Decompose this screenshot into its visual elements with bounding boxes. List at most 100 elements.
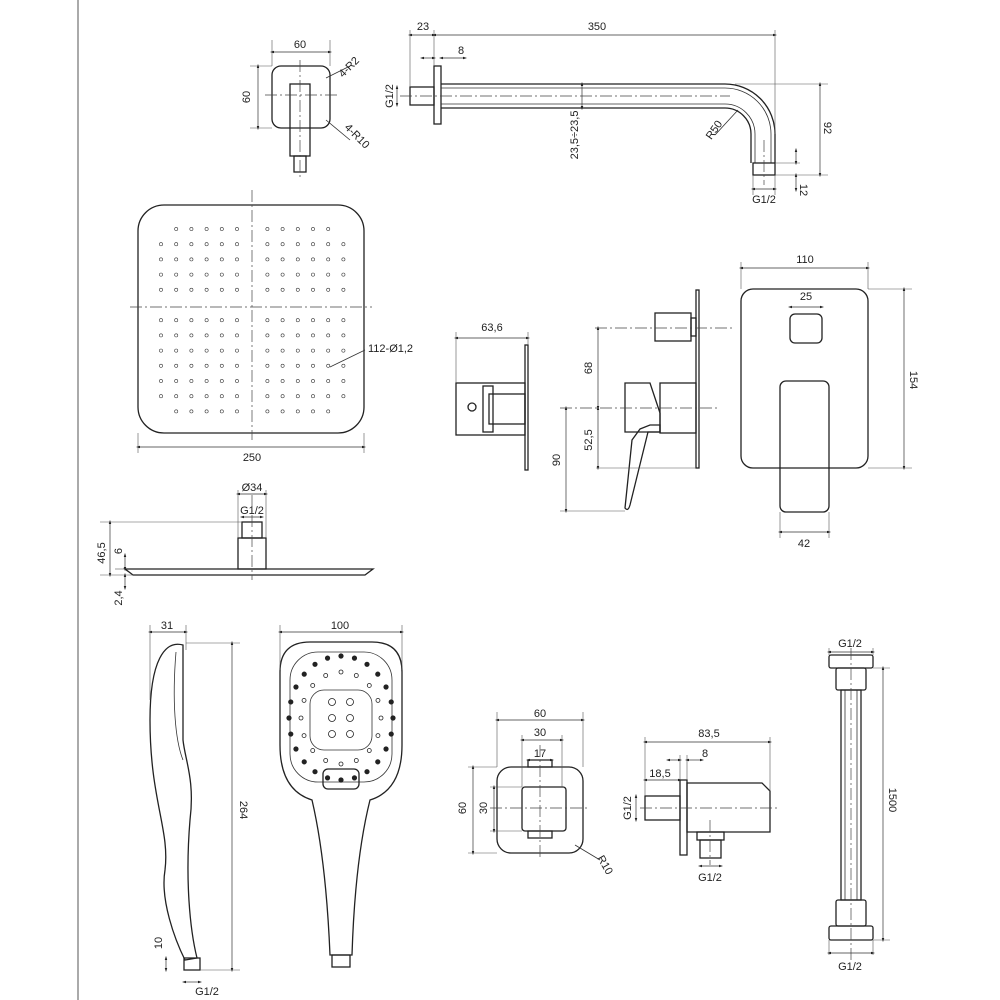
outlet-inlet-thread-label: G1/2 (622, 796, 634, 820)
nozzle-dot (189, 333, 194, 338)
hand-nozzle-dot (328, 730, 336, 738)
hand-nozzle-dot (375, 697, 381, 703)
nozzle-dot (235, 348, 239, 353)
nozzle-dot (159, 348, 163, 353)
plate-thickness-label: 2,4 (113, 590, 125, 605)
hand-nozzle-dot (366, 683, 372, 688)
nozzle-dot (326, 227, 331, 231)
hose-drawing: G1/2 1500 G1/2 (826, 638, 898, 973)
nozzle-dot (174, 227, 179, 231)
nozzle-dot (295, 257, 300, 262)
hand-nozzle-dot (364, 769, 370, 775)
nozzle-dot (326, 363, 331, 368)
hand-nozzle-dot (346, 730, 354, 738)
nozzle-dot (174, 394, 179, 399)
nozzle-dot (265, 242, 270, 247)
outlet-width-label: 17 (534, 748, 546, 760)
nozzle-dot (219, 333, 224, 338)
nozzle-dot (326, 379, 331, 383)
nozzle-dot (341, 242, 346, 247)
nozzle-dot (235, 394, 239, 399)
nozzle-dot (189, 379, 194, 383)
nozzle-dot (311, 287, 315, 292)
hand-nozzle-dot (375, 671, 381, 677)
outlet-outlet-thread-label: G1/2 (698, 872, 722, 884)
nozzle-dot (311, 394, 315, 399)
nozzle-dot (219, 379, 224, 383)
nozzle-dot (295, 394, 300, 399)
thread-length-label: 10 (153, 937, 165, 949)
hand-nozzle-dot (351, 655, 358, 661)
total-height-label: 46,5 (96, 542, 108, 563)
hand-nozzle-dot (312, 661, 318, 667)
nozzle-dot (280, 227, 285, 231)
nozzle-dot (341, 318, 346, 323)
nozzle-dot (295, 318, 300, 323)
nozzle-dots (159, 227, 346, 414)
nozzle-dot (311, 272, 315, 277)
hand-nozzle-dot (324, 775, 331, 781)
hand-nozzle-dot (301, 697, 307, 703)
nozzle-dot (311, 348, 315, 353)
bracket-corner-small-label: 4-R2 (337, 55, 362, 80)
nozzle-dot (280, 318, 285, 323)
nozzle-dot (174, 272, 179, 277)
nozzle-dot (280, 257, 285, 262)
mixer-drawing: 63,6 68 52,5 90 110 25 154 42 (453, 254, 919, 550)
arm-pipe-diameter-label: 23,5÷23,5 (569, 111, 581, 160)
nozzle-dot (219, 394, 224, 399)
nozzle-dot (159, 363, 163, 368)
nozzle-dot (159, 394, 163, 399)
connector-height-label: 6 (113, 548, 125, 554)
nozzle-dot (326, 242, 331, 247)
hand-nozzle-dot (338, 761, 344, 767)
nozzle-dot (265, 333, 270, 338)
nozzle-dot (174, 348, 179, 353)
nozzle-dot (189, 287, 194, 292)
shower-arm-drawing: 23 350 8 G1/2 23,5÷23,5 R50 92 12 G1/2 (384, 21, 833, 206)
nozzle-dot (341, 287, 346, 292)
outlet-plate-height-label: 60 (457, 802, 469, 814)
nozzle-dot (280, 348, 285, 353)
nozzle-dot (311, 227, 315, 231)
outlet-corner-radius-label: R10 (594, 854, 614, 877)
nozzle-dot (326, 394, 331, 399)
arm-outlet-thread-label: G1/2 (752, 194, 776, 206)
outlet-offset-label: 18,5 (649, 768, 670, 780)
hand-nozzle-dot (375, 759, 381, 765)
plate-width-label: 110 (796, 254, 814, 266)
nozzle-dot (280, 287, 285, 292)
hand-nozzle-dot (288, 699, 294, 705)
nozzle-dot (295, 242, 300, 247)
hand-nozzle-dot (301, 671, 307, 677)
nozzle-dot (159, 272, 163, 277)
hand-nozzle-dot (338, 653, 344, 659)
nozzle-dot (295, 348, 300, 353)
nozzle-dot (235, 409, 239, 414)
nozzle-dot (204, 242, 209, 247)
hand-nozzle-dot (301, 733, 307, 739)
arm-nipple-label: 12 (797, 184, 809, 196)
nozzle-dot (219, 363, 224, 368)
nozzle-dot (295, 363, 300, 368)
nozzle-dot (265, 287, 270, 292)
hand-nozzle-dot (388, 699, 394, 705)
hand-nozzle-dot (328, 698, 336, 706)
hand-nozzle-dot (338, 669, 344, 675)
hose-bottom-thread-label: G1/2 (838, 961, 862, 973)
nozzle-dot (341, 272, 346, 277)
nozzle-dot (189, 242, 194, 247)
nozzle-dot (189, 227, 194, 231)
nozzle-dot (326, 348, 331, 353)
nozzle-dot (159, 333, 163, 338)
hand-shower-front-drawing: 100 (277, 620, 405, 968)
mixer-depth-label: 63,6 (481, 322, 502, 334)
nozzle-dot (189, 272, 194, 277)
hand-shower-thread-label: G1/2 (195, 986, 219, 998)
nozzle-dot (204, 363, 209, 368)
nozzle-dot (204, 348, 209, 353)
nozzle-dot (311, 242, 315, 247)
nozzle-dot (204, 379, 209, 383)
nozzle-dot (219, 257, 224, 262)
nozzle-dot (265, 257, 270, 262)
